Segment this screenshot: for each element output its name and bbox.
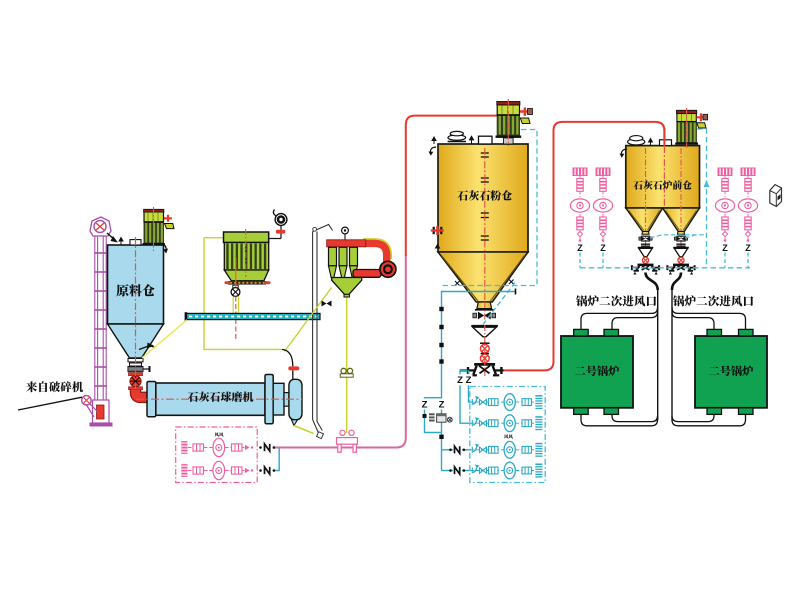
svg-text:Z: Z [577,243,583,253]
svg-text:Z: Z [745,243,751,253]
svg-text:Z: Z [422,399,428,410]
svg-text:Z: Z [457,375,463,386]
svg-text:Z: Z [600,243,606,253]
svg-text:Z: Z [466,375,472,386]
svg-text:Z: Z [722,243,728,253]
svg-text:Z: Z [439,399,445,410]
